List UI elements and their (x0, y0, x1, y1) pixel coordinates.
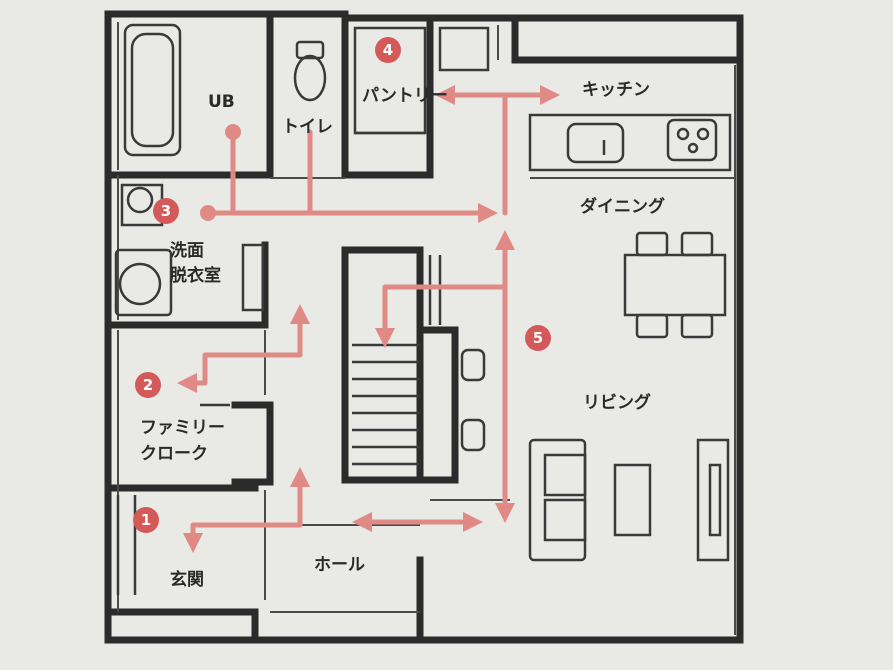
room-label-entrance: 玄関 (170, 569, 204, 590)
washbasin-icon (114, 248, 173, 317)
svg-text:1: 1 (141, 511, 151, 529)
sofa-icon (528, 438, 587, 562)
room-label-pantry: パントリー (362, 86, 448, 106)
room-label-kitchen: キッチン (582, 80, 650, 100)
kitchen-counter (528, 113, 732, 172)
svg-text:4: 4 (383, 41, 393, 59)
room-label-washroom-line1: 洗面 (170, 240, 204, 261)
tv-board-icon (696, 438, 730, 562)
marker-3: 3 (153, 198, 179, 224)
fridge-icon (438, 26, 490, 72)
route-dot (225, 124, 241, 140)
sink-icon (566, 122, 625, 164)
svg-text:2: 2 (143, 376, 153, 394)
fixtures (114, 23, 732, 595)
room-label-ub: UB (208, 92, 235, 112)
marker-1: 1 (133, 507, 159, 533)
marker-5: 5 (525, 325, 551, 351)
svg-text:5: 5 (533, 329, 543, 347)
bathtub-icon (123, 23, 182, 157)
room-label-closet-line1: ファミリー (140, 418, 225, 438)
room-label-dining: ダイニング (580, 196, 665, 217)
room-label-living: リビング (583, 392, 651, 413)
walls (104, 10, 744, 644)
marker-4: 4 (375, 37, 401, 63)
marker-2: 2 (135, 372, 161, 398)
route-dot (200, 205, 216, 221)
room-label-washroom-line2: 脱衣室 (170, 265, 221, 286)
staircase-icon (352, 255, 442, 466)
stove-icon (666, 118, 718, 162)
svg-text:3: 3 (161, 202, 171, 220)
room-label-toilet: トイレ (282, 117, 333, 137)
toilet-icon (293, 40, 327, 102)
stool-icon (460, 348, 486, 382)
stool-icon (460, 418, 486, 452)
room-label-hall: ホール (314, 555, 365, 575)
route-arrows (177, 85, 560, 553)
dining-table-icon (623, 231, 727, 339)
coffee-table-icon (613, 463, 652, 537)
room-label-closet-line2: クローク (140, 444, 208, 464)
